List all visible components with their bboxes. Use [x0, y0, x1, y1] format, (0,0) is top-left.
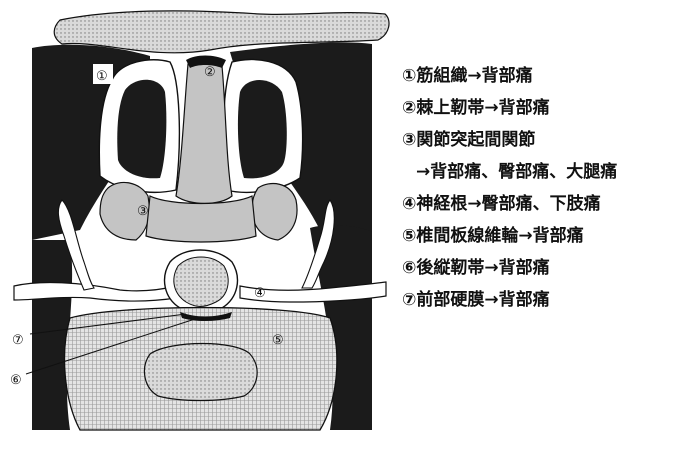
lamina-body [146, 196, 256, 242]
spine-cross-section-diagram: ① ② ③ ④ ⑤ ⑥ ⑦ [0, 0, 400, 450]
legend-item-2: ②棘上靭帯→背部痛 [402, 92, 694, 124]
legend: ①筋組織→背部痛 ②棘上靭帯→背部痛 ③関節突起間関節 →背部痛、臀部痛、大腿痛… [402, 60, 694, 316]
marker-7: ⑦ [12, 333, 24, 348]
legend-item-4: ④神経根→臀部痛、下肢痛 [402, 188, 694, 220]
right-muscle-gap [238, 80, 287, 178]
nerve-root-left [14, 283, 176, 301]
legend-item-7: ⑦前部硬膜→背部痛 [402, 284, 694, 316]
left-muscle-gap [117, 80, 166, 179]
spinal-cord [174, 257, 228, 307]
legend-item-5: ⑤椎間板線維輪→背部痛 [402, 220, 694, 252]
legend-item-3: ③関節突起間関節 [402, 124, 694, 156]
marker-5: ⑤ [272, 333, 284, 348]
legend-item-6: ⑥後縦靭帯→背部痛 [402, 252, 694, 284]
legend-item-1: ①筋組織→背部痛 [402, 60, 694, 92]
right-facet-process [252, 184, 297, 240]
spinous-process [176, 60, 232, 204]
marker-3: ③ [137, 204, 149, 219]
nucleus-pulposus [144, 344, 257, 401]
marker-2: ② [204, 65, 216, 80]
marker-1: ① [96, 69, 108, 84]
marker-4: ④ [254, 286, 266, 301]
legend-item-3-detail: →背部痛、臀部痛、大腿痛 [402, 156, 694, 188]
marker-6: ⑥ [10, 373, 22, 388]
